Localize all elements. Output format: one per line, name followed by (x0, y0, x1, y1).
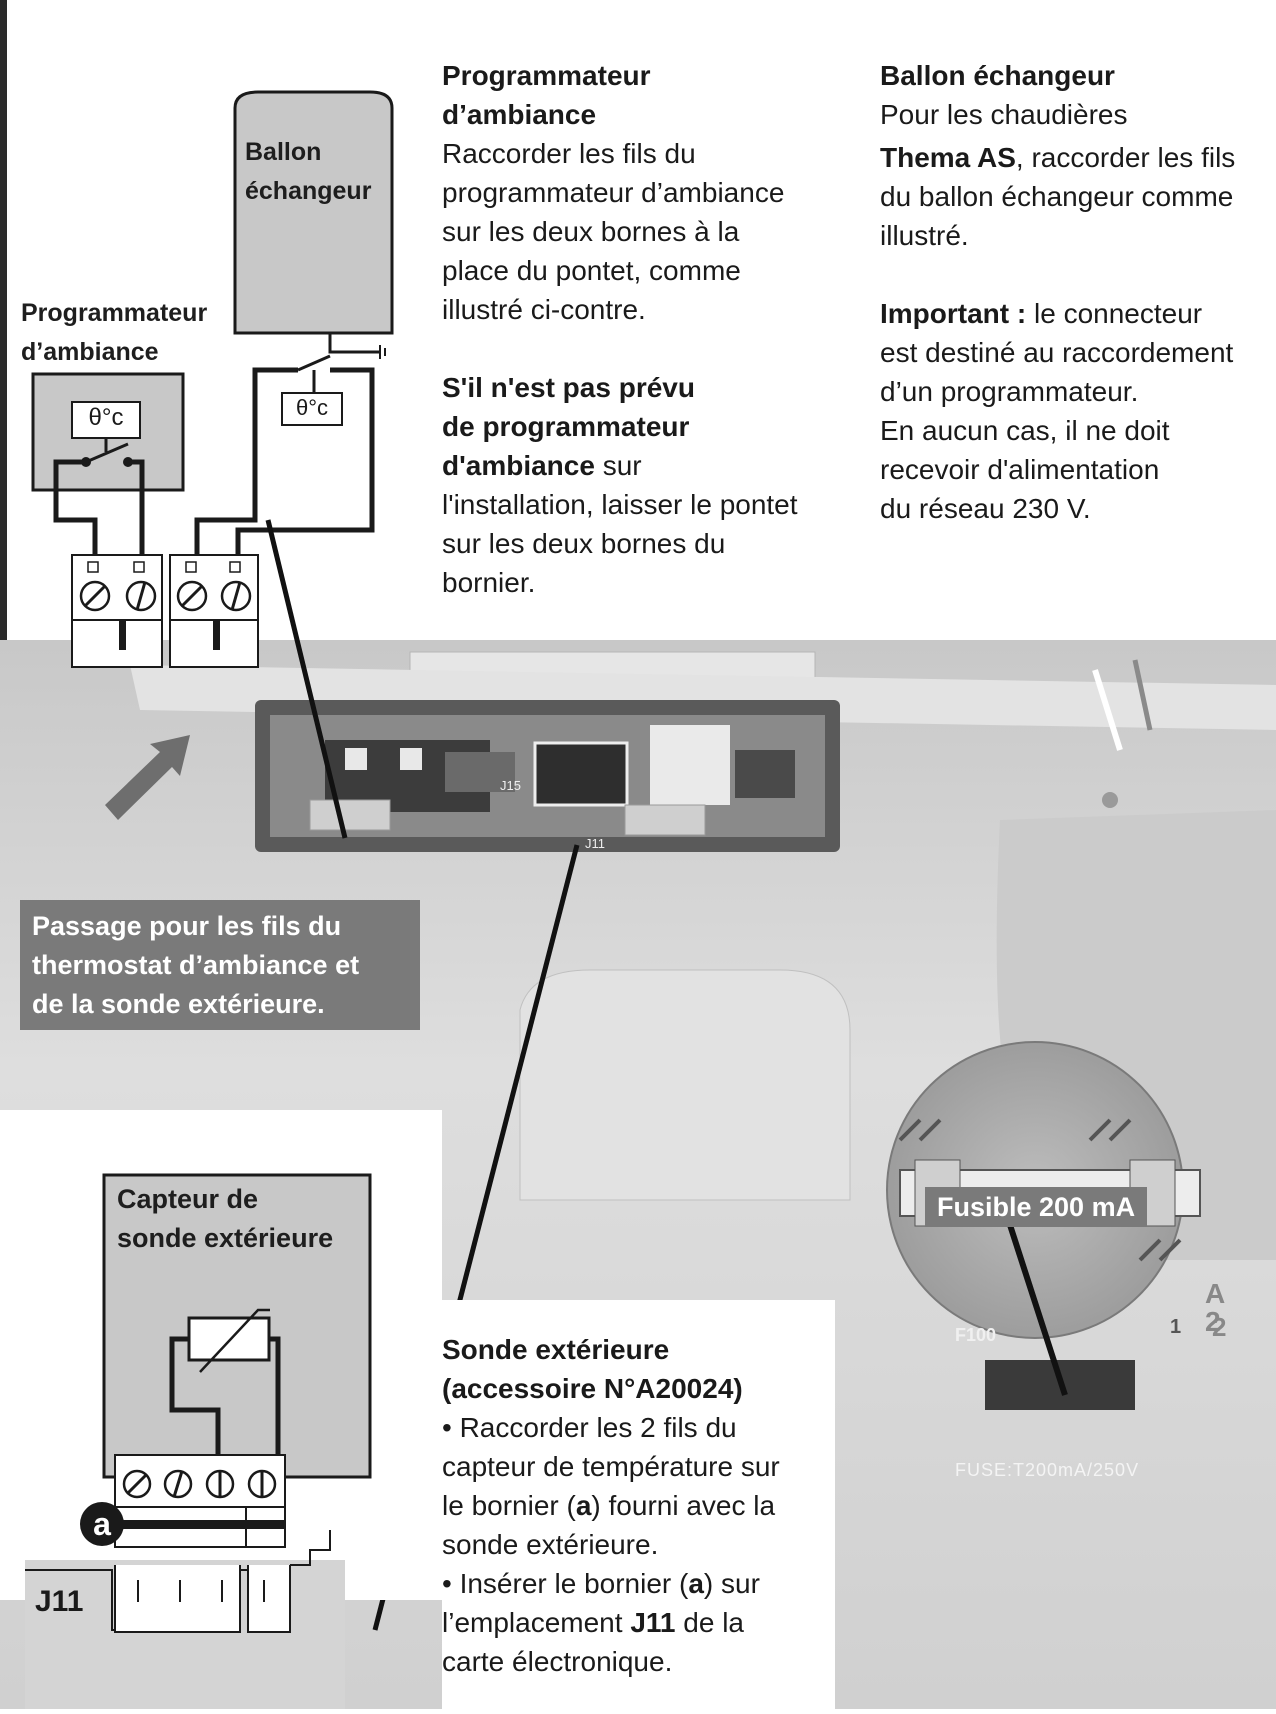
terminal-block-right (169, 554, 259, 668)
sonde-panel (442, 1300, 835, 1709)
top-white-panel (7, 0, 1276, 640)
programmateur-instructions: Programmateur d’ambiance Raccorder les f… (442, 60, 798, 598)
capteur-diagram (25, 1173, 372, 1633)
fuse-f100-mark: F100 (955, 1325, 997, 1345)
board-mark-j15: J15 (500, 778, 521, 793)
fuse-label: Fusible 200 mA (925, 1187, 1148, 1227)
thermistor-symbol (187, 1316, 271, 1362)
ballon-switch (297, 354, 331, 372)
marker-a-circle (80, 1502, 124, 1546)
programmateur-label: Programmateur d’ambiance (21, 299, 208, 366)
ballon-instructions: Ballon échangeur Pour les chaudières The… (880, 60, 1236, 524)
fuse-num-1: 1 (1170, 1316, 1182, 1338)
sonde-instructions: Sonde extérieure (accessoire N°A20024) •… (442, 1334, 780, 1677)
fuse-rating-mark: FUSE:T200mA/250V (955, 1460, 1140, 1480)
ballon-label: Ballon échangeur (245, 138, 372, 205)
thermo-symbol-ballon: θ°c (295, 395, 329, 420)
marker-a-label: a (93, 1506, 111, 1542)
fuse-num-2: 2 (1212, 1312, 1227, 1342)
fuse-a2-mark: A 2 (1205, 1278, 1225, 1337)
board-mark-j11: J11 (585, 836, 605, 851)
wiring-diagram-top (31, 90, 394, 668)
connector-j11-label: J11 (35, 1585, 84, 1618)
passage-banner: Passage pour les fils du thermostat d’am… (20, 900, 420, 1030)
terminal-block-left (71, 554, 163, 668)
ballon-tank (233, 90, 394, 335)
capteur-title: Capteur de sonde extérieure (117, 1184, 334, 1253)
thermo-symbol-programmateur: θ°c (88, 404, 124, 431)
terminal-block-a (114, 1454, 286, 1548)
